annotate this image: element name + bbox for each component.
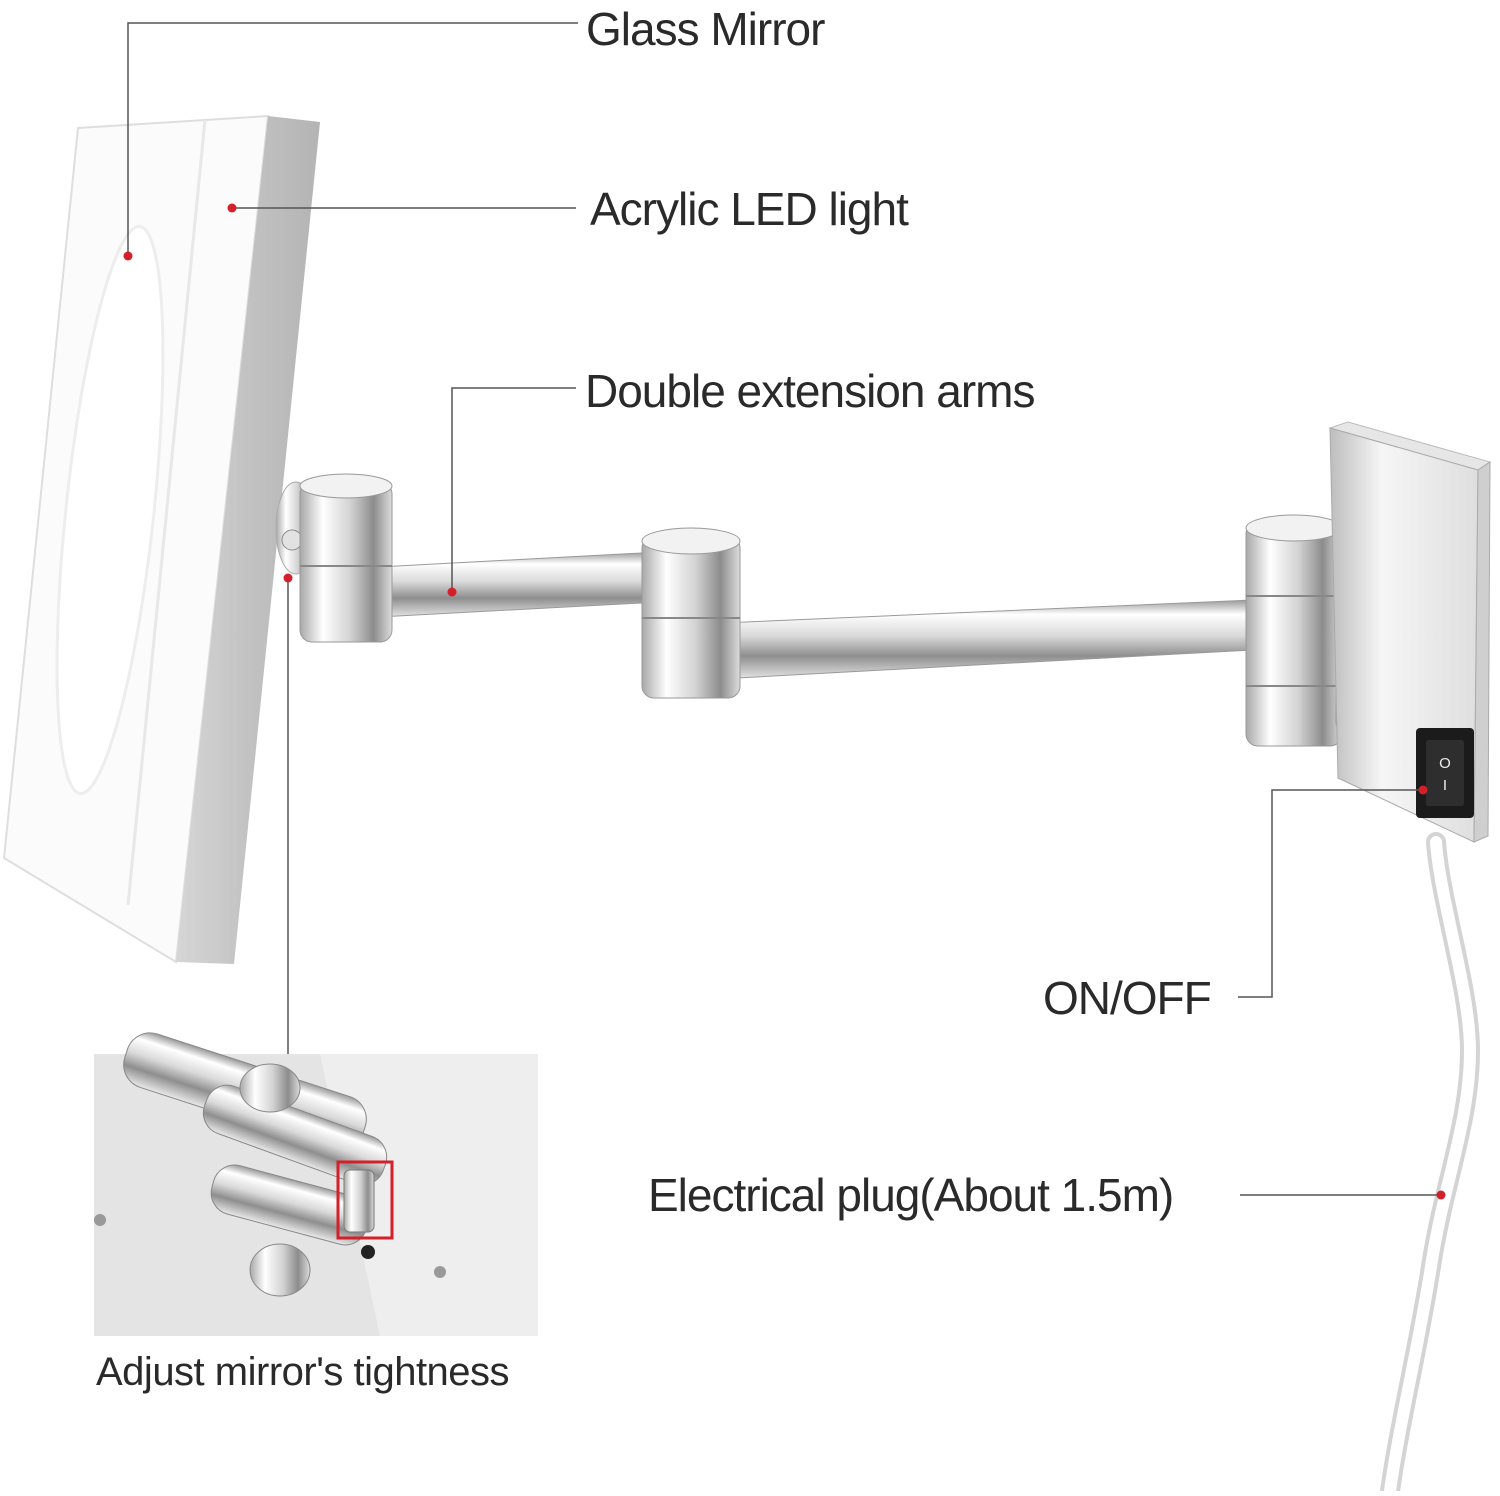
detail-mirror-plate (320, 1054, 538, 1336)
detail-pivot (343, 1169, 375, 1233)
marker-plug (1436, 1190, 1446, 1200)
leader-arms (451, 387, 576, 592)
mirror (2, 114, 320, 964)
detail-screw-1 (94, 1214, 106, 1226)
joint-1-top (299, 473, 393, 499)
detail-tension-screw (361, 1245, 375, 1259)
label-glass-mirror: Glass Mirror (586, 3, 825, 55)
label-acrylic-led: Acrylic LED light (590, 183, 909, 235)
mirror-edge (176, 116, 320, 964)
joint-3-top (1245, 514, 1343, 542)
extension-arms (275, 473, 1391, 747)
detail-screw-2 (434, 1266, 446, 1278)
marker-on-off (1418, 785, 1428, 795)
led-strip (126, 119, 207, 906)
power-cable-highlight (1384, 836, 1477, 1496)
marker-led-light (227, 203, 237, 213)
leader-lines (127, 22, 1440, 1196)
joint-1 (299, 481, 393, 643)
switch-off-symbol: O (1439, 755, 1451, 772)
short-arm (359, 551, 661, 619)
label-adjust-tightness: Adjust mirror's tightness (96, 1350, 510, 1394)
label-on-off: ON/OFF (1043, 972, 1212, 1024)
detail-knob-1 (239, 1063, 301, 1113)
label-extension-arms: Double extension arms (585, 365, 1035, 417)
detail-arm-2 (202, 1084, 388, 1186)
detail-knob-2 (249, 1243, 311, 1297)
mirror-pivot-screw (281, 529, 303, 551)
glass-mirror-area (55, 225, 165, 795)
wall-mount-box: O I (1328, 421, 1492, 843)
marker-glass-mirror (123, 251, 133, 261)
switch-rocker[interactable] (1426, 740, 1464, 806)
markers (123, 203, 1446, 1200)
marker-arms (447, 587, 457, 597)
tightness-highlight-box (336, 1160, 394, 1240)
label-electrical-plug: Electrical plug(About 1.5m) (648, 1169, 1174, 1221)
leader-on-off (1238, 789, 1423, 998)
joint-3 (1245, 521, 1343, 747)
switch-on-symbol: I (1443, 777, 1447, 794)
tightness-detail-photo (94, 1032, 538, 1336)
joint-2-top (641, 527, 741, 555)
long-arm (699, 599, 1253, 681)
wall-box-front (1473, 461, 1491, 843)
leader-glass-mirror (127, 22, 578, 256)
marker-tightness (283, 573, 293, 583)
